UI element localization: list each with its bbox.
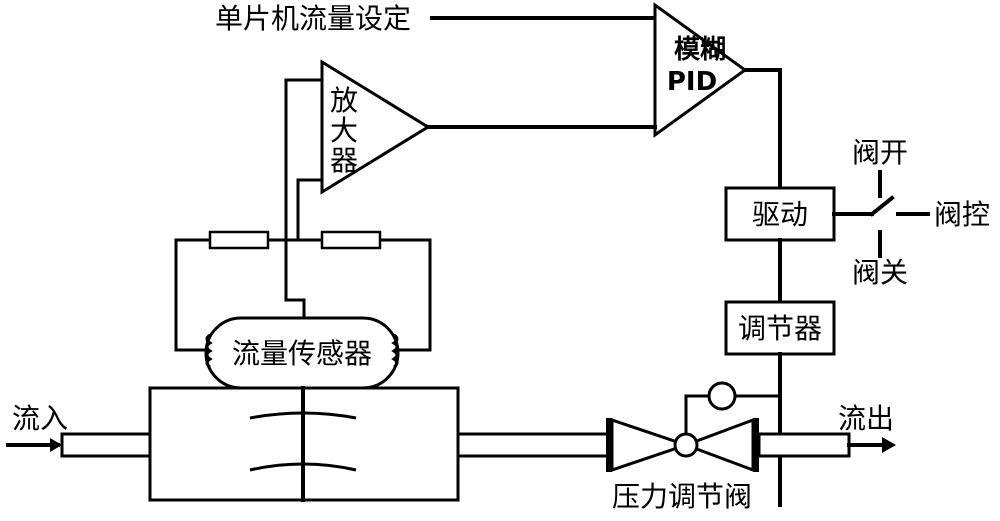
fuzzy-pid-block (653, 2, 748, 138)
pid-output-line (743, 68, 782, 190)
label-inflow: 流入 (12, 402, 68, 435)
label-valve-control: 阀控 (934, 198, 990, 231)
valve-flange-right (753, 418, 759, 472)
label-valve-open: 阀开 (852, 136, 908, 169)
label-amp-2: 大 (330, 114, 358, 147)
sensor-coil-left (205, 333, 213, 369)
valve-center (673, 432, 699, 458)
label-pressure-valve: 压力调节阀 (612, 480, 752, 513)
label-amp-3: 器 (330, 144, 358, 177)
regulator-block (724, 300, 836, 356)
outlet-pipe (757, 432, 851, 458)
switch-blade (869, 195, 895, 217)
inlet-arrow-head (50, 438, 62, 452)
label-setpoint: 单片机流量设定 (215, 2, 411, 35)
inlet-pipe (60, 432, 152, 458)
mid-pipe (456, 432, 610, 458)
actuator-left-wire (684, 394, 709, 434)
bridge-right-wire (380, 238, 432, 352)
valve-left-wedge (610, 417, 691, 473)
sensor-coil-right (391, 333, 399, 369)
amplifier-block (320, 59, 431, 195)
amp-input-wire-2 (296, 178, 322, 240)
label-valve-close: 阀关 (852, 256, 908, 289)
label-driver: 驱动 (752, 198, 808, 231)
outlet-arrow-head (882, 437, 896, 453)
label-outflow: 流出 (838, 402, 894, 435)
label-sensor: 流量传感器 (232, 337, 372, 370)
label-fuzzy-2: PID (667, 67, 717, 97)
label-regulator: 调节器 (738, 312, 822, 345)
valve-flange-left (606, 418, 612, 472)
amp-input-wire-1 (284, 78, 322, 318)
resistor-right (320, 230, 382, 250)
valve-actuator (707, 381, 737, 411)
label-amp-1: 放 (330, 84, 358, 117)
resistor-left (208, 230, 270, 250)
valve-right-wedge (681, 417, 755, 473)
bridge-left-wire (174, 238, 210, 352)
flow-lens-top (249, 411, 357, 420)
flow-lens-bottom (249, 462, 357, 472)
label-fuzzy-1: 模糊 (674, 35, 726, 65)
